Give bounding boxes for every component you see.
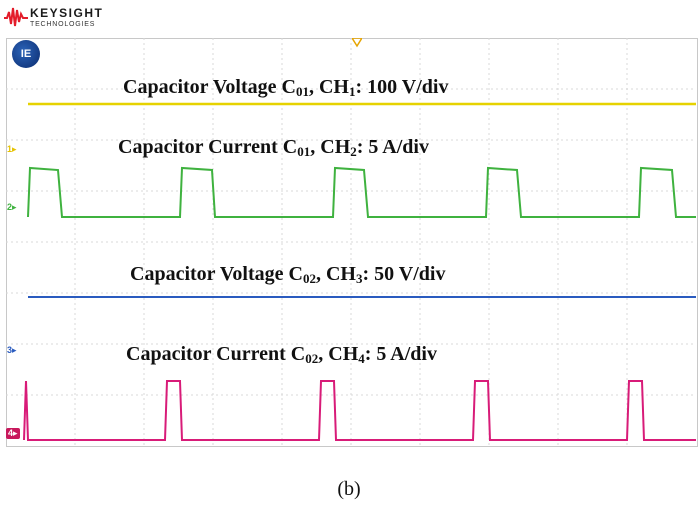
trace-ch4-capacitor-current-c02 bbox=[23, 380, 696, 441]
label-ch1-sub: 01 bbox=[295, 84, 309, 99]
ch3-ground-marker: 3▸ bbox=[7, 345, 17, 356]
ch2-number: 2 bbox=[7, 202, 13, 212]
trace-ch2-capacitor-current-c01 bbox=[27, 166, 696, 218]
label-ch2: Capacitor Current C01, CH2: 5 A/div bbox=[118, 136, 429, 160]
label-ch2-mid: , CH bbox=[310, 136, 351, 158]
ch4-number: 4 bbox=[8, 428, 14, 438]
label-ch4-mid: , CH bbox=[318, 343, 359, 365]
label-ch4-scale: : 5 A/div bbox=[364, 343, 437, 365]
arrow-right-icon: ▸ bbox=[12, 345, 17, 355]
ch2-ground-marker: 2▸ bbox=[7, 202, 17, 213]
ch1-number: 1 bbox=[7, 144, 13, 154]
grid bbox=[6, 38, 696, 445]
label-ch2-chsub: 2 bbox=[350, 144, 357, 159]
brand-subtitle: TECHNOLOGIES bbox=[30, 21, 96, 28]
arrow-right-icon: ▸ bbox=[12, 144, 17, 154]
label-ch4: Capacitor Current C02, CH4: 5 A/div bbox=[126, 343, 437, 367]
label-ch2-text: Capacitor Current C bbox=[118, 136, 298, 158]
label-ch1-scale: : 100 V/div bbox=[355, 76, 449, 98]
label-ch4-chsub: 4 bbox=[358, 351, 365, 366]
label-ch3: Capacitor Voltage C02, CH3: 50 V/div bbox=[130, 263, 445, 287]
label-ch1-chsub: 1 bbox=[348, 84, 356, 99]
keysight-logo: KEYSIGHT TECHNOLOGIES bbox=[4, 4, 144, 32]
scope-badge: IE bbox=[12, 40, 40, 68]
figure-caption: (b) bbox=[337, 478, 361, 500]
ch1-ground-marker: 1▸ bbox=[7, 144, 17, 155]
label-ch1-text: Capacitor Voltage C bbox=[123, 76, 296, 98]
label-ch2-sub: 01 bbox=[297, 144, 311, 159]
label-ch3-text: Capacitor Voltage C bbox=[130, 263, 303, 285]
label-ch4-text: Capacitor Current C bbox=[126, 343, 306, 365]
label-ch3-mid: , CH bbox=[315, 263, 356, 285]
scope-traces bbox=[6, 38, 696, 445]
label-ch4-sub: 02 bbox=[305, 351, 319, 366]
ch4-ground-marker: 4▸ bbox=[6, 428, 20, 439]
keysight-wave-icon bbox=[4, 7, 28, 27]
label-ch3-chsub: 3 bbox=[355, 271, 363, 286]
brand-name: KEYSIGHT bbox=[30, 6, 104, 20]
arrow-right-icon: ▸ bbox=[12, 202, 17, 212]
label-ch2-scale: : 5 A/div bbox=[356, 136, 429, 158]
ch3-number: 3 bbox=[7, 345, 13, 355]
trigger-marker-icon bbox=[352, 38, 362, 48]
label-ch1-mid: , CH bbox=[308, 76, 349, 98]
label-ch3-scale: : 50 V/div bbox=[362, 263, 446, 285]
label-ch1: Capacitor Voltage C01, CH1: 100 V/div bbox=[123, 76, 448, 100]
label-ch3-sub: 02 bbox=[302, 271, 316, 286]
arrow-right-icon: ▸ bbox=[13, 428, 18, 438]
